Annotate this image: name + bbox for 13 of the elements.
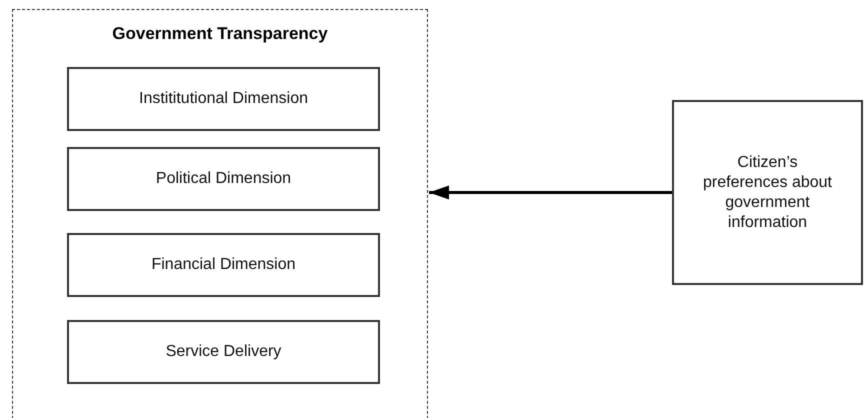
dashed-group-box [12,9,428,418]
process-box [67,67,380,131]
process-box [67,147,380,211]
box-label: Citizen’s preferences about government information [702,152,833,232]
box-label: Financial Dimension [151,255,296,275]
arrow [429,186,672,200]
process-box [67,320,380,384]
box-label: Instititutional Dimension [139,89,308,109]
box-label: Service Delivery [166,342,282,362]
process-box [672,100,863,285]
group-title: Government Transparency [111,23,329,44]
box-label: Political Dimension [156,169,292,189]
process-box [67,233,380,297]
